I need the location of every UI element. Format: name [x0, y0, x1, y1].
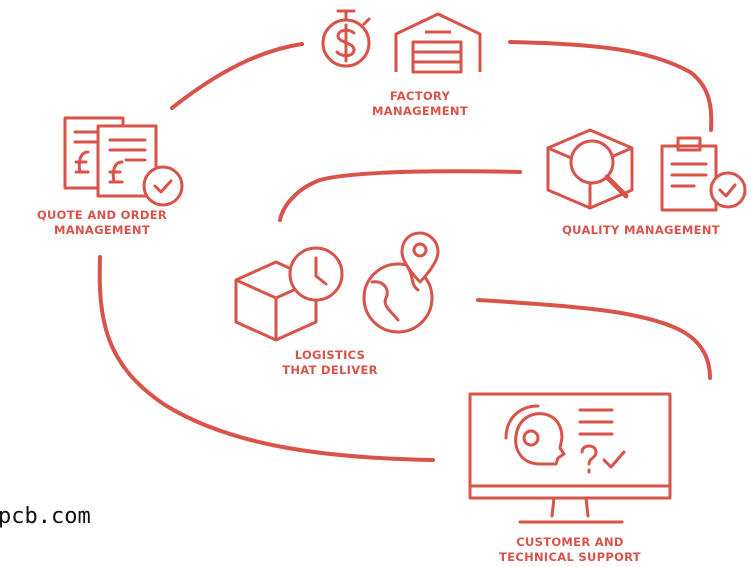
quote-label-line1: QUOTE AND ORDER: [36, 208, 168, 222]
logistics-label-line1: LOGISTICS: [294, 348, 366, 362]
logistics-label: LOGISTICS THAT DELIVER: [265, 348, 395, 378]
watermark-text: pcb.com: [0, 504, 91, 529]
support-label-line2: TECHNICAL SUPPORT: [499, 550, 641, 564]
connector-logistics-to-support: [476, 298, 712, 380]
stopwatch-dollar-icon: [321, 9, 371, 68]
support-label: CUSTOMER AND TECHNICAL SUPPORT: [480, 535, 660, 565]
quality-label-line1: QUALITY MANAGEMENT: [562, 223, 720, 237]
factory-label-line2: MANAGEMENT: [372, 104, 468, 118]
support-label-line1: CUSTOMER AND: [516, 535, 624, 549]
box-clock-icon: [234, 246, 344, 342]
box-magnifier-icon: [546, 128, 634, 210]
factory-label: FACTORY MANAGEMENT: [350, 89, 490, 119]
quote-label: QUOTE AND ORDER MANAGEMENT: [12, 208, 192, 238]
pound-documents-check-icon: [63, 116, 184, 207]
quality-label: QUALITY MANAGEMENT: [531, 223, 751, 238]
connector-factory-to-quality: [508, 40, 714, 132]
clipboard-check-icon: [660, 136, 747, 212]
factory-label-line1: FACTORY: [389, 89, 451, 103]
logistics-label-line2: THAT DELIVER: [282, 363, 378, 377]
connector-quote-to-support: [97, 255, 435, 462]
factory-building-icon: [394, 12, 482, 74]
connector-quote-to-factory: [170, 42, 304, 110]
quote-label-line2: MANAGEMENT: [54, 223, 150, 237]
connector-quality-to-logistics: [278, 169, 522, 222]
globe-location-icon: [362, 231, 440, 334]
monitor-support-agent-icon: [468, 392, 672, 524]
